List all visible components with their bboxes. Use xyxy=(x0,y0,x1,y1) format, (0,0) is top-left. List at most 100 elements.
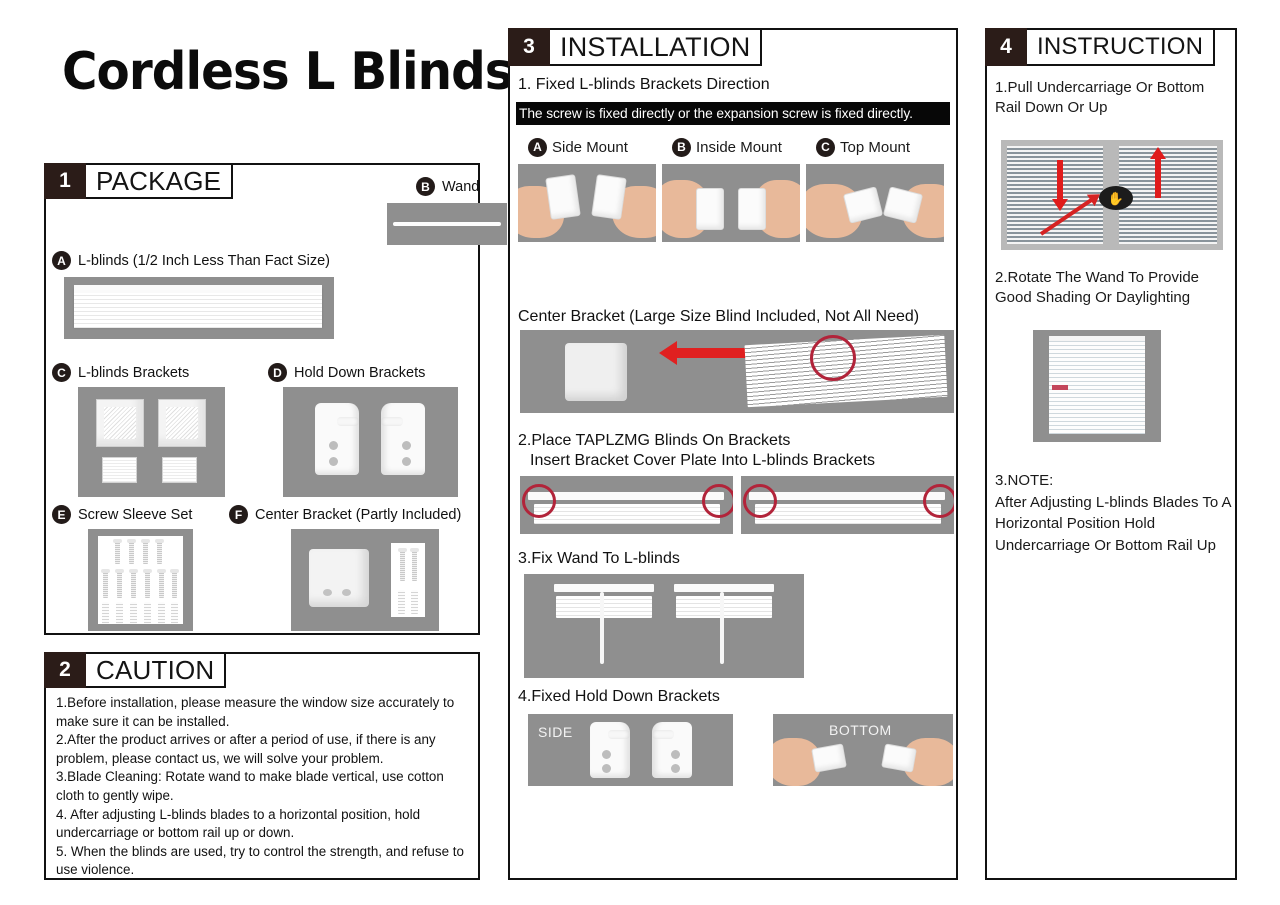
caution-title: CAUTION xyxy=(86,652,227,688)
screw xyxy=(127,539,136,564)
highlight-circle-icon xyxy=(702,484,733,518)
wall-anchor xyxy=(144,602,151,624)
package-item-center-bracket-label: Center Bracket (Partly Included) xyxy=(255,506,462,523)
center-bracket-install-photo xyxy=(520,330,954,413)
instruction-note-heading: 3.NOTE: xyxy=(995,472,1054,489)
wand-rod xyxy=(393,222,501,226)
instruction-number: 4 xyxy=(985,28,1027,66)
center-bracket-title: Center Bracket (Large Size Blind Include… xyxy=(518,308,920,325)
wall-anchor xyxy=(116,602,123,624)
screw-set-sheet xyxy=(98,536,183,624)
lblinds-headrail xyxy=(74,285,322,293)
badge-c-icon: C xyxy=(52,363,71,382)
mount-top: C Top Mount xyxy=(804,134,948,242)
hold-down-bracket-left xyxy=(590,722,630,778)
bracket-hole xyxy=(329,457,338,466)
screw xyxy=(398,548,407,581)
bracket-nub xyxy=(652,730,674,739)
lblinds-photo xyxy=(64,277,334,339)
wand-left xyxy=(600,592,604,664)
badge-c-icon: C xyxy=(816,137,835,157)
bracket-plate-left xyxy=(102,457,137,483)
caution-line: 2.After the product arrives or after a p… xyxy=(56,732,436,766)
package-item-screws-label: Screw Sleeve Set xyxy=(78,506,193,523)
badge-a-icon: A xyxy=(52,251,71,270)
installation-step4-title: 4.Fixed Hold Down Brackets xyxy=(518,688,720,705)
bracket-hole xyxy=(671,750,680,759)
lblinds-slats xyxy=(74,288,322,328)
screw xyxy=(129,569,138,598)
wall-anchor xyxy=(130,602,137,624)
bracket-nub xyxy=(381,417,403,426)
mount-side: A Side Mount xyxy=(516,134,660,242)
screw xyxy=(155,539,164,564)
bracket xyxy=(881,743,917,773)
installation-title: INSTALLATION xyxy=(550,28,763,66)
inside-mount-photo xyxy=(662,164,800,242)
package-item-center-bracket: F Center Bracket (Partly Included) xyxy=(229,505,461,524)
slats xyxy=(755,504,941,524)
mount-inside: B Inside Mount xyxy=(660,134,804,242)
installation-step2-subtitle: Insert Bracket Cover Plate Into L-blinds… xyxy=(530,452,876,469)
mount-top-label: Top Mount xyxy=(840,138,911,156)
bracket xyxy=(545,174,581,220)
headrail xyxy=(749,492,945,500)
bracket xyxy=(738,188,766,230)
screw xyxy=(170,569,179,598)
screw xyxy=(410,548,419,581)
bracket-hole xyxy=(323,589,332,596)
bracket-plate-right xyxy=(162,457,197,483)
bracket xyxy=(811,743,847,773)
package-item-brackets-label: L-blinds Brackets xyxy=(78,364,190,381)
bracket-hole xyxy=(602,750,611,759)
installation-number: 3 xyxy=(508,28,550,66)
caution-line: 3.Blade Cleaning: Rotate wand to make bl… xyxy=(56,769,444,803)
hold-down-side-photo: SIDE xyxy=(528,714,733,786)
highlight-circle-icon xyxy=(522,484,556,518)
instruction-title: INSTRUCTION xyxy=(1027,28,1216,66)
screw xyxy=(141,539,150,564)
screw xyxy=(101,569,110,598)
caution-header: 2 CAUTION xyxy=(44,652,227,688)
package-item-screws: E Screw Sleeve Set xyxy=(52,505,192,524)
headrail xyxy=(1049,336,1145,341)
package-item-holddown: D Hold Down Brackets xyxy=(268,363,425,382)
fix-wand-photo xyxy=(524,574,804,678)
headrail-right xyxy=(674,584,774,592)
badge-f-icon: F xyxy=(229,505,248,524)
badge-e-icon: E xyxy=(52,505,71,524)
highlight-circle-icon xyxy=(810,335,856,381)
bracket-nub xyxy=(337,417,359,426)
pinch-hand-icon: ✋ xyxy=(1099,186,1133,210)
instruction-note-body: After Adjusting L-blinds Blades To A Hor… xyxy=(995,493,1231,554)
bracket-nub xyxy=(608,730,630,739)
installation-banner: The screw is fixed directly or the expan… xyxy=(516,102,950,125)
wall-anchor xyxy=(171,602,178,624)
screw xyxy=(115,569,124,598)
caution-number: 2 xyxy=(44,652,86,688)
package-panel: 1 PACKAGE B Wand A L-blinds (1/2 Inch Le… xyxy=(44,163,507,635)
bracket-cube-left xyxy=(96,399,144,447)
center-bracket-body xyxy=(309,549,369,607)
bracket-cube-right xyxy=(158,399,206,447)
instruction-step3: 3.NOTE: After Adjusting L-blinds Blades … xyxy=(995,470,1235,556)
hold-down-bracket-left xyxy=(315,403,359,475)
bottom-tag-label: BOTTOM xyxy=(829,722,892,738)
page-title: Cordless L Blinds xyxy=(62,42,514,102)
mount-inside-label-row: B Inside Mount xyxy=(660,134,804,160)
installation-panel: 3 INSTALLATION 1. Fixed L-blinds Bracket… xyxy=(508,28,958,880)
wall-anchor xyxy=(398,590,405,614)
badge-b-icon: B xyxy=(416,177,435,196)
package-item-lblinds-label: L-blinds (1/2 Inch Less Than Fact Size) xyxy=(78,252,330,269)
slats xyxy=(534,504,720,524)
headrail-left xyxy=(554,584,654,592)
screw xyxy=(157,569,166,598)
caution-line: 5. When the blinds are used, try to cont… xyxy=(56,843,464,878)
hold-down-bracket-right xyxy=(652,722,692,778)
bracket-hole xyxy=(402,441,411,450)
bracket xyxy=(842,186,884,224)
side-mount-photo xyxy=(518,164,656,242)
wall-anchor xyxy=(158,602,165,624)
up-arrow-icon xyxy=(1150,147,1166,198)
